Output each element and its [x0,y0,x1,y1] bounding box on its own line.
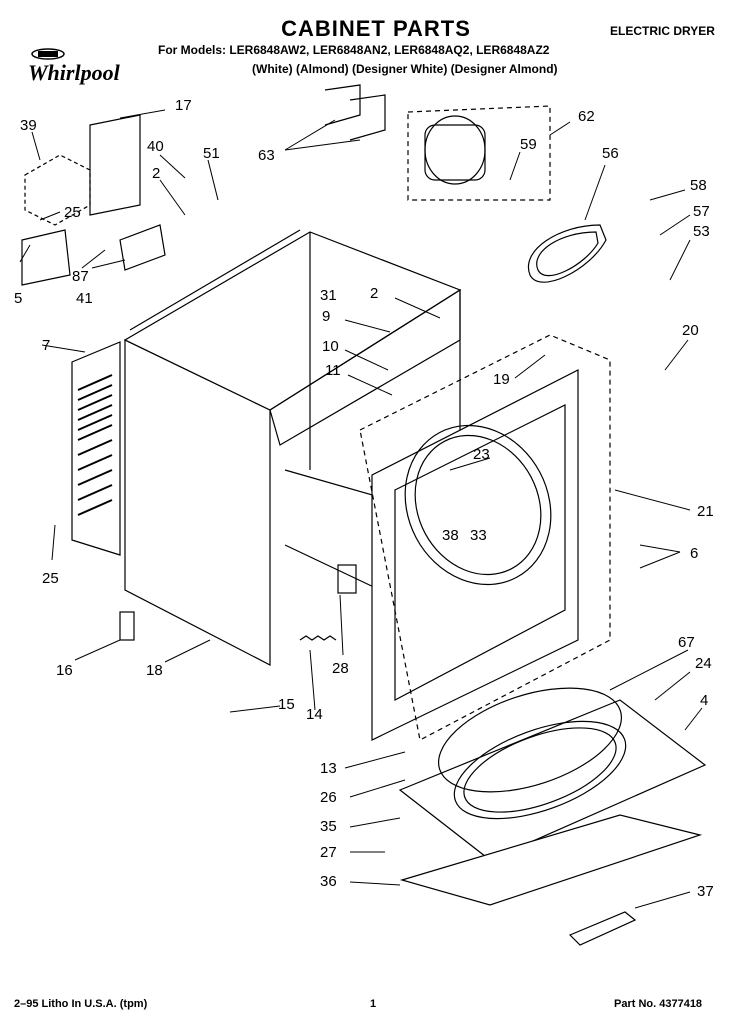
callout-87: 87 [72,268,89,285]
page-title: CABINET PARTS [281,16,471,41]
top-brackets [324,84,386,141]
callout-57: 57 [693,203,710,220]
callout-13: 13 [320,760,337,777]
cabinet-body [123,229,462,666]
callout-59: 59 [520,136,537,153]
callout-5: 5 [14,290,23,307]
page-number: 1 [370,998,377,1010]
product-type: ELECTRIC DRYER [610,24,715,38]
brand-logo [31,48,65,60]
callout-63: 63 [258,147,275,164]
callout-51: 51 [203,145,220,162]
callout-6: 6 [690,545,699,562]
callout-56: 56 [602,145,619,162]
callout-9: 9 [322,308,331,325]
callout-15: 15 [278,696,295,713]
drive-motor [424,115,486,185]
brand-name: Whirlpool [28,60,120,85]
callout-27: 27 [320,844,337,861]
callout-17: 17 [175,97,192,114]
callout-23: 23 [473,446,490,463]
callout-7: 7 [42,337,51,354]
front-panel [371,369,579,741]
callout-4: 4 [700,692,709,709]
callout-40: 40 [147,138,164,155]
callout-41: 41 [76,290,93,307]
callout-58: 58 [690,177,707,194]
callout-26: 26 [320,789,337,806]
callout-53: 53 [693,223,710,240]
callout-28: 28 [332,660,349,677]
callout-38: 38 [442,527,459,544]
models-line: For Models: LER6848AW2, LER6848AN2, LER6… [158,43,550,57]
latch-bracket [337,564,357,594]
callout-11: 11 [325,362,341,379]
callout-31: 31 [320,287,337,304]
callout-33: 33 [470,527,487,544]
callout-35: 35 [320,818,337,835]
door-seal [437,687,623,793]
litho-note: 2–95 Litho In U.S.A. (tpm) [14,998,148,1010]
callout-20: 20 [682,322,699,339]
callout-21: 21 [697,503,714,520]
callout-2-mid: 2 [370,285,379,302]
callout-24: 24 [695,655,712,672]
door-spring [299,635,337,641]
callout-25-left: 25 [42,570,59,587]
callout-2-top: 2 [152,165,161,182]
callout-62: 62 [578,108,595,125]
callout-14: 14 [306,706,323,723]
colors-line: (White) (Almond) (Designer White) (Desig… [252,62,558,76]
callout-36: 36 [320,873,337,890]
base-tray [398,699,707,906]
callout-10: 10 [322,338,339,355]
callout-25-top: 25 [64,204,81,221]
callout-19: 19 [493,371,510,388]
callout-39: 39 [20,117,37,134]
callout-67: 67 [678,634,695,651]
cabinet-back-panel [71,341,121,556]
leveling-leg [119,611,135,641]
callout-16: 16 [56,662,73,679]
drive-belt [527,224,607,283]
toe-plate [568,911,637,946]
callout-37: 37 [697,883,714,900]
callout-18: 18 [146,662,163,679]
part-number: Part No. 4377418 [614,998,703,1010]
